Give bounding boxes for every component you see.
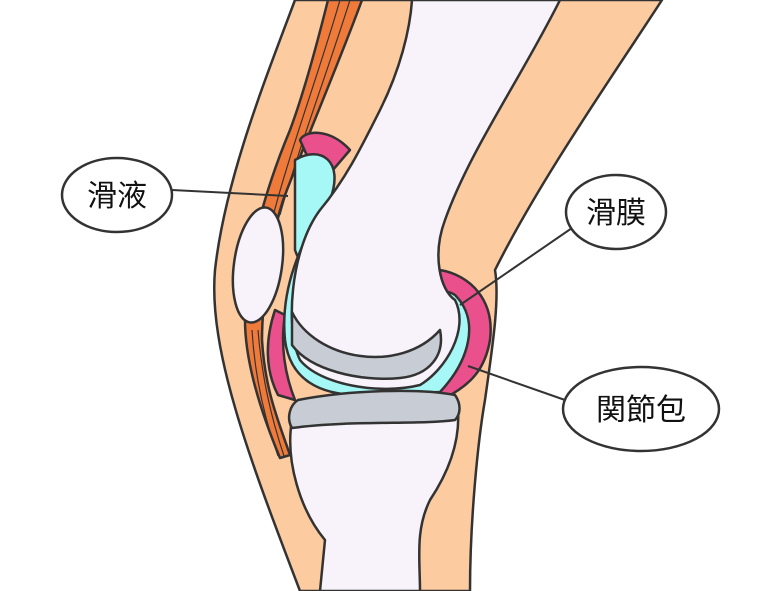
- femur: [290, 0, 562, 391]
- tibial-cartilage: [287, 389, 461, 430]
- patella: [231, 206, 285, 324]
- label-bubble-joint-capsule: [561, 365, 721, 453]
- leader-line-joint-capsule: [467, 365, 566, 401]
- femoral-cartilage: [290, 310, 443, 380]
- label-bubble-synovial-membrane: [564, 173, 668, 251]
- joint-capsule-anterior: [266, 308, 297, 402]
- tibia: [289, 408, 460, 591]
- label-bubble-synovial-fluid: [60, 156, 174, 234]
- label-synovial-fluid: 滑液: [87, 179, 147, 214]
- label-joint-capsule: 関節包: [596, 393, 686, 428]
- leader-line-synovial-fluid: [171, 189, 289, 197]
- label-synovial-membrane: 滑膜: [586, 196, 646, 231]
- leader-line-synovial-membrane: [459, 227, 573, 306]
- tendon-fibers: [251, 0, 351, 457]
